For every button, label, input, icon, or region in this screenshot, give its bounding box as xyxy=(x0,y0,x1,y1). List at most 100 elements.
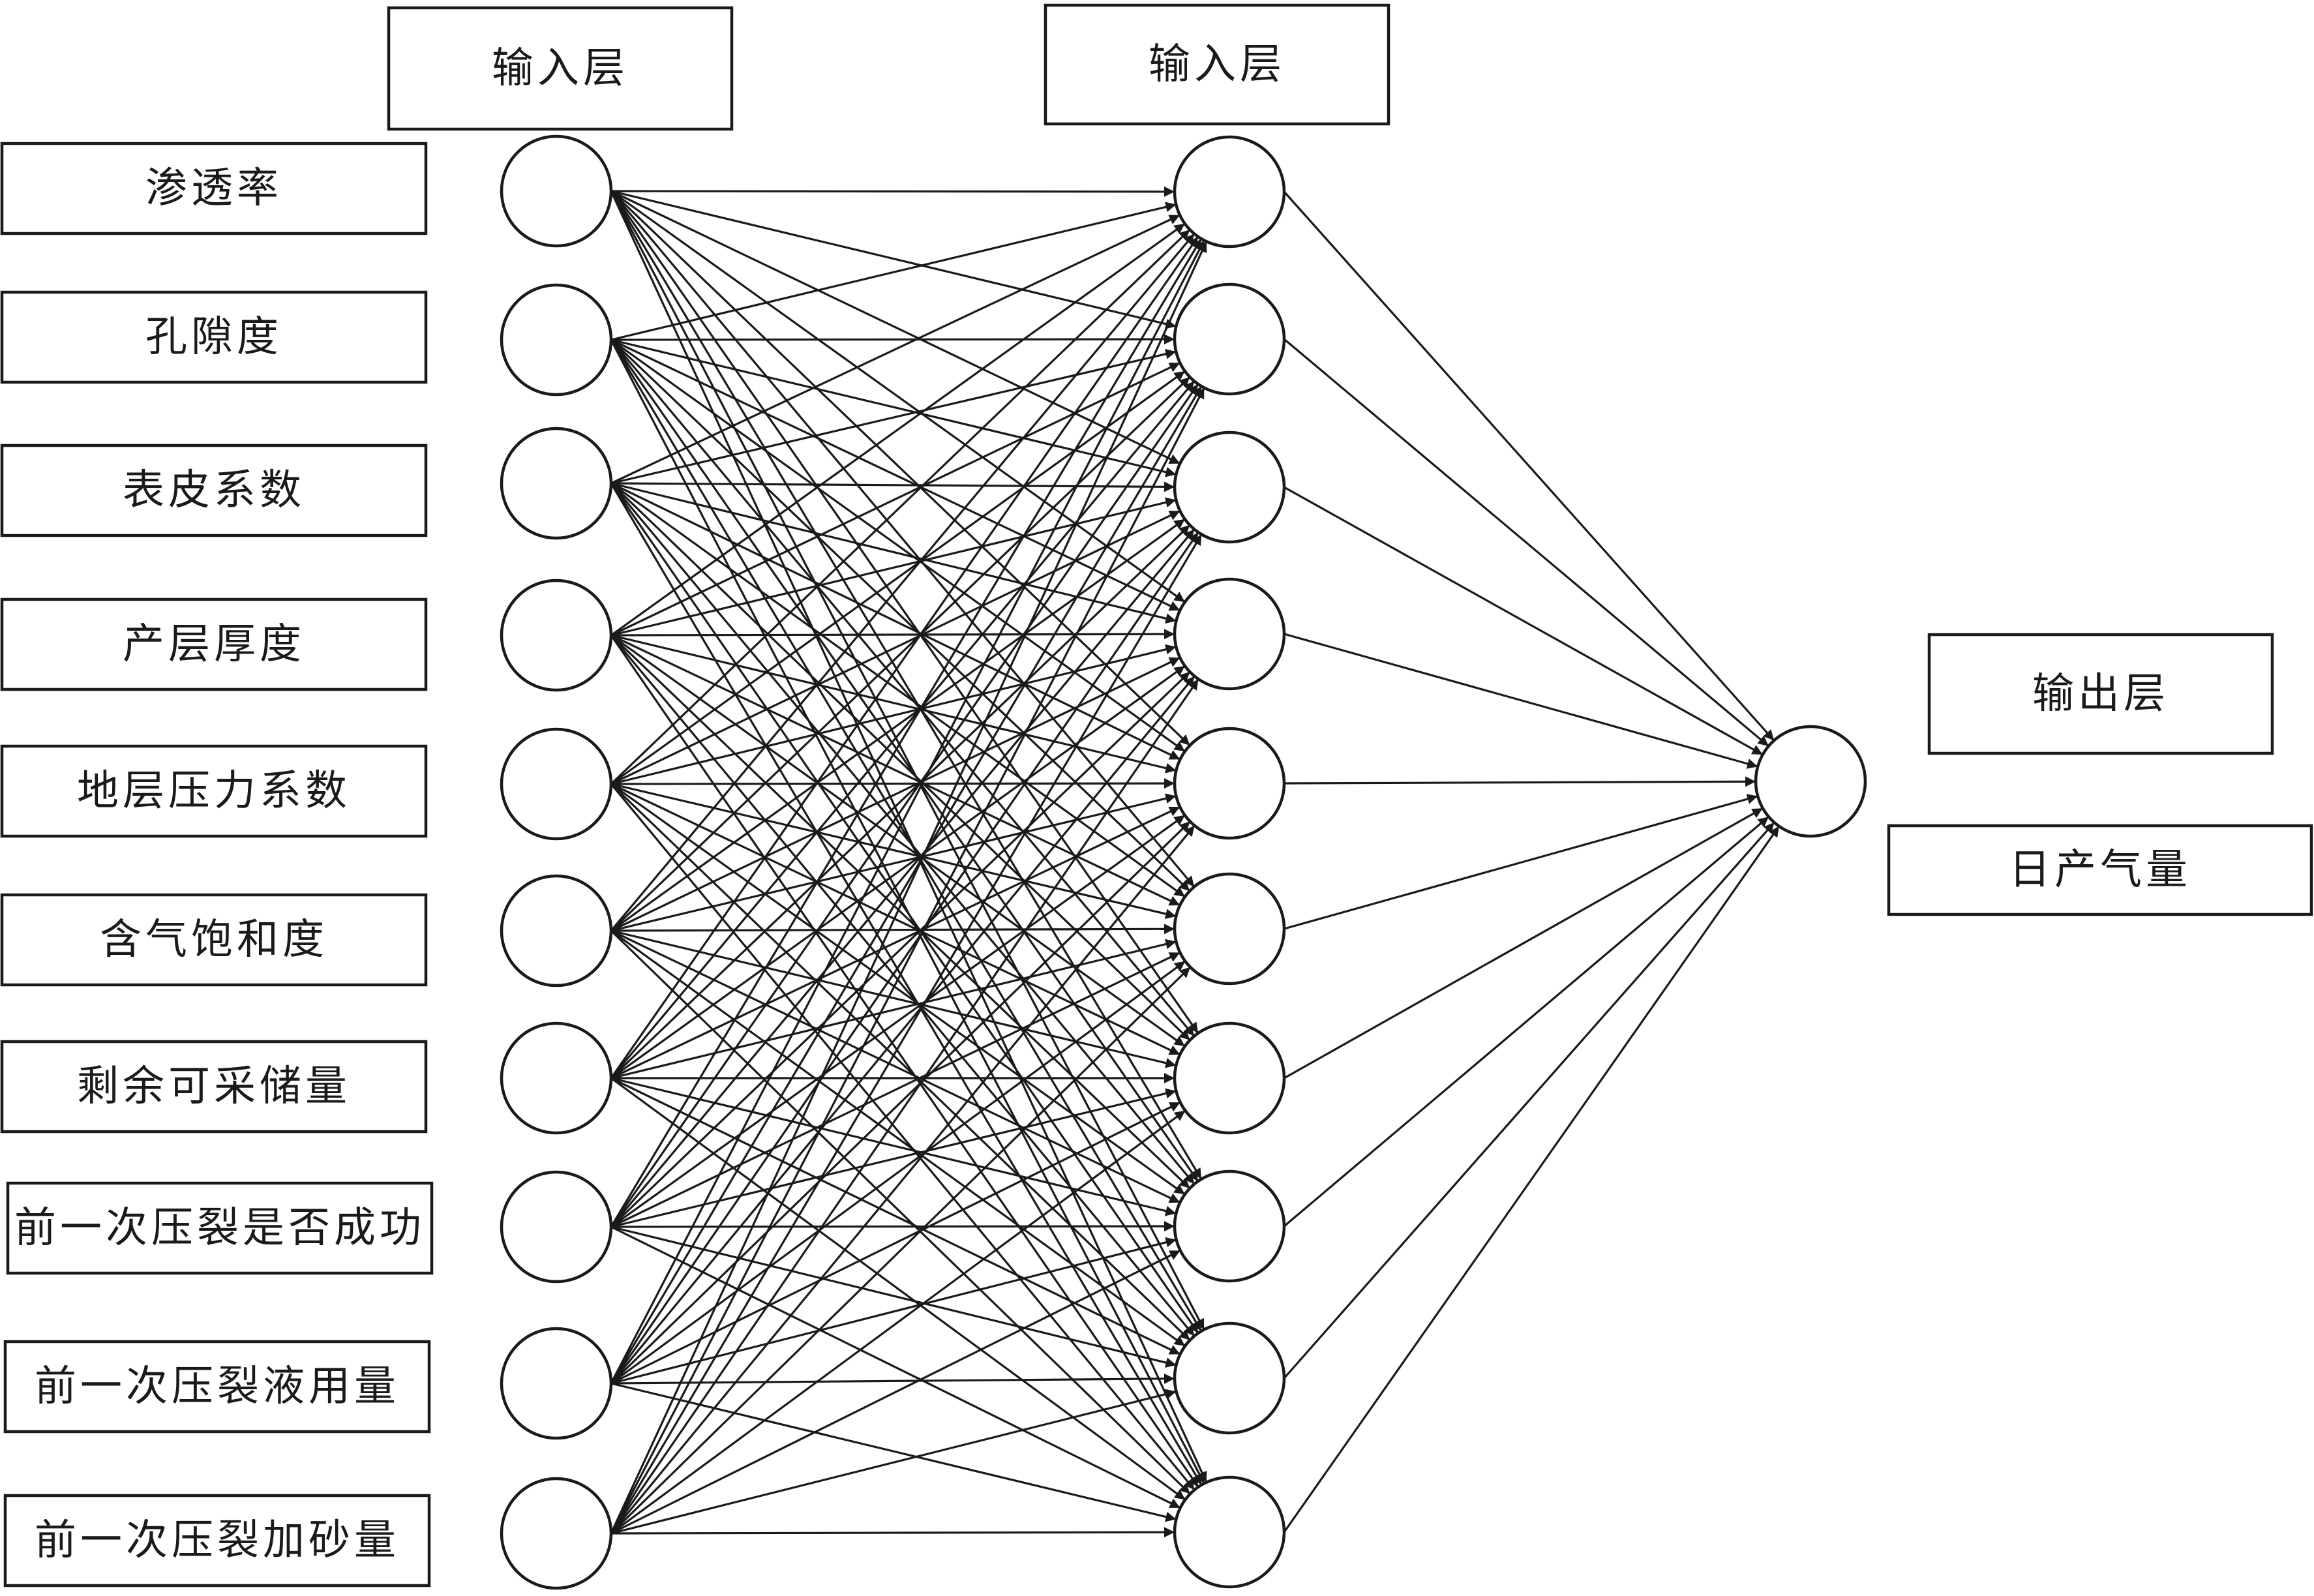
output-layer-header: 输出层 xyxy=(1927,633,2274,755)
connection-input-3-hidden-1 xyxy=(610,214,1180,485)
output-layer-title: 输出层 xyxy=(2032,670,2169,718)
connection-input-7-hidden-5 xyxy=(610,806,1180,1079)
input-node-4 xyxy=(500,579,613,692)
connection-input-9-hidden-4 xyxy=(610,675,1195,1385)
connection-input-6-hidden-1 xyxy=(610,233,1195,932)
connection-input-6-hidden-2 xyxy=(610,376,1191,932)
feature-label: 孔隙度 xyxy=(145,313,282,361)
connection-input-1-hidden-7 xyxy=(610,190,1199,1034)
connection-input-2-hidden-7 xyxy=(610,339,1195,1037)
connection-input-5-hidden-4 xyxy=(610,644,1177,785)
connection-input-5-hidden-5 xyxy=(610,778,1175,789)
feature-label: 渗透率 xyxy=(145,164,282,213)
connection-input-2-hidden-3 xyxy=(610,339,1177,477)
connection-input-10-hidden-3 xyxy=(610,534,1203,1534)
connection-input-4-hidden-5 xyxy=(610,634,1177,774)
input-node-7 xyxy=(500,1021,613,1135)
connection-input-6-hidden-4 xyxy=(610,656,1180,932)
hidden-node-8 xyxy=(1173,1169,1286,1283)
connection-input-4-hidden-6 xyxy=(610,634,1180,907)
connection-input-9-hidden-10 xyxy=(610,1382,1177,1522)
connection-input-2-hidden-1 xyxy=(610,202,1177,341)
hidden-node-10 xyxy=(1173,1475,1286,1589)
connection-input-8-hidden-6 xyxy=(610,952,1181,1228)
connection-input-4-hidden-4 xyxy=(610,629,1175,640)
input-node-1 xyxy=(500,134,613,248)
hidden-node-3 xyxy=(1173,430,1286,544)
connection-input-5-hidden-3 xyxy=(610,509,1180,785)
connection-input-9-hidden-7 xyxy=(610,1101,1181,1385)
connection-input-10-hidden-2 xyxy=(610,387,1205,1534)
connection-input-9-hidden-8 xyxy=(610,1237,1177,1385)
feature-box-remaining-reserves: 剩余可采储量 xyxy=(0,1040,428,1134)
connection-input-1-hidden-5 xyxy=(610,190,1191,747)
input-node-3 xyxy=(500,427,613,540)
hidden-node-6 xyxy=(1173,872,1286,986)
feature-label: 地层压力系数 xyxy=(77,767,351,815)
input-node-5 xyxy=(500,727,613,841)
feature-box-pressure-coefficient: 地层压力系数 xyxy=(0,744,428,838)
connection-input-2-hidden-2 xyxy=(610,334,1175,345)
output-target-label: 日产气量 xyxy=(2009,846,2191,894)
connection-hidden-7-output xyxy=(1284,807,1764,1079)
connection-input-3-hidden-9 xyxy=(610,483,1199,1334)
connection-input-8-hidden-3 xyxy=(610,528,1195,1228)
input-layer-header: 输入层 xyxy=(387,6,734,131)
connection-input-7-hidden-9 xyxy=(610,1077,1181,1355)
connection-input-8-hidden-4 xyxy=(610,670,1191,1228)
connection-hidden-10-output xyxy=(1283,825,1781,1533)
input-node-6 xyxy=(500,874,613,987)
connection-input-2-hidden-9 xyxy=(610,339,1203,1332)
connection-input-7-hidden-10 xyxy=(610,1077,1186,1501)
connection-input-3-hidden-3 xyxy=(610,481,1175,492)
input-node-8 xyxy=(500,1170,613,1284)
connection-input-1-hidden-1 xyxy=(610,186,1175,197)
connection-input-4-hidden-10 xyxy=(610,635,1199,1488)
connection-input-8-hidden-2 xyxy=(610,384,1199,1227)
connection-input-8-hidden-1 xyxy=(610,238,1203,1227)
feature-box-porosity: 孔隙度 xyxy=(0,290,428,384)
feature-label: 前一次压裂是否成功 xyxy=(14,1204,425,1252)
hidden-node-9 xyxy=(1173,1321,1286,1435)
connection-hidden-1-output xyxy=(1283,190,1775,742)
hidden-node-4 xyxy=(1173,577,1286,691)
connection-input-2-hidden-8 xyxy=(610,339,1199,1182)
connection-input-5-hidden-1 xyxy=(610,228,1191,785)
connection-input-7-hidden-4 xyxy=(610,665,1186,1079)
feature-box-pay-thickness: 产层厚度 xyxy=(0,597,428,691)
feature-label: 含气饱和度 xyxy=(100,916,328,964)
connection-input-7-hidden-6 xyxy=(610,939,1177,1079)
connection-input-1-hidden-6 xyxy=(610,190,1195,888)
input-node-2 xyxy=(500,283,613,397)
connection-input-4-hidden-8 xyxy=(610,634,1191,1190)
feature-label: 产层厚度 xyxy=(123,620,305,669)
connection-hidden-3-output xyxy=(1284,486,1764,756)
connection-lines xyxy=(610,186,1781,1538)
connection-input-3-hidden-5 xyxy=(610,482,1181,760)
output-layer-nodes xyxy=(1754,725,1867,838)
feature-label: 表皮系数 xyxy=(123,466,305,515)
connection-input-3-hidden-4 xyxy=(610,482,1177,624)
feature-box-permeability: 渗透率 xyxy=(0,142,428,235)
connection-input-6-hidden-10 xyxy=(610,929,1191,1495)
connection-input-8-hidden-7 xyxy=(610,1088,1177,1228)
connection-input-9-hidden-9 xyxy=(610,1373,1175,1385)
connection-input-1-hidden-2 xyxy=(610,190,1177,329)
feature-box-previous-frac-success: 前一次压裂是否成功 xyxy=(6,1181,434,1275)
connection-input-10-hidden-4 xyxy=(610,678,1199,1534)
connection-input-4-hidden-1 xyxy=(610,222,1186,637)
input-layer-title: 输入层 xyxy=(492,44,629,93)
connection-input-8-hidden-5 xyxy=(610,814,1186,1228)
connection-input-7-hidden-1 xyxy=(610,235,1199,1079)
connection-input-9-hidden-6 xyxy=(610,960,1186,1385)
input-node-10 xyxy=(500,1477,613,1590)
connection-input-4-hidden-9 xyxy=(610,634,1195,1337)
connection-hidden-8-output xyxy=(1283,815,1769,1227)
hidden-layer-header: 输入层 xyxy=(1044,3,1390,126)
hidden-layer-title: 输入层 xyxy=(1149,40,1285,89)
hidden-node-1 xyxy=(1173,135,1286,248)
connection-input-8-hidden-8 xyxy=(610,1221,1175,1232)
connection-input-5-hidden-8 xyxy=(610,783,1186,1196)
input-node-9 xyxy=(500,1327,613,1440)
